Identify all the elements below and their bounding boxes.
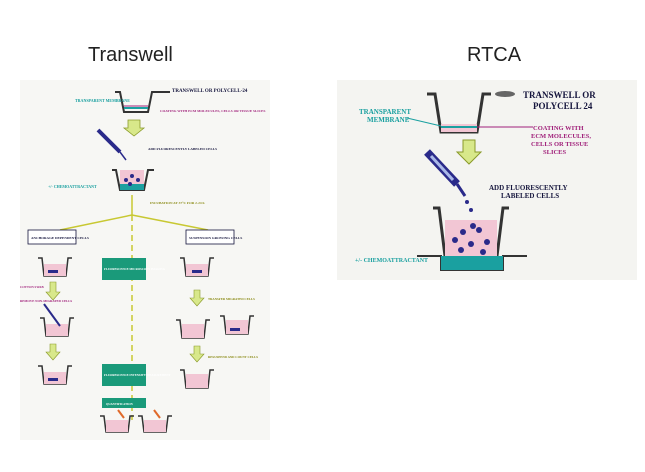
anchorage-box: [27, 229, 77, 245]
right-well-pair: [176, 315, 254, 339]
rtca-top-label-2: POLYCELL 24: [533, 101, 593, 111]
rtca-diagram: TRANSWELL OR POLYCELL 24 TRANSPARENT MEM…: [337, 80, 637, 280]
center-box-3: [102, 398, 146, 408]
rtca-chemo-label: +/- CHEMOATTRACTANT: [355, 258, 428, 264]
left-well-swab: [40, 303, 74, 337]
center-box-2: [102, 364, 146, 386]
right-step-2-label: RESUSPEND AND COUNT CELLS: [208, 355, 258, 359]
rtca-membrane-label-1: TRANSPARENT: [359, 108, 411, 116]
add-cells-label: ADD FLUORESCENTLY LABELED CELLS: [148, 147, 217, 151]
rtca-coating-label-3: CELLS OR TISSUE: [531, 141, 588, 148]
right-step-1-label: TRANSFER MIGRATED CELLS: [208, 297, 255, 301]
left-well-3: [38, 365, 72, 385]
down-arrow-5: [189, 345, 205, 363]
rtca-top-label-1: TRANSWELL OR: [523, 90, 596, 100]
anchorage-label: ANCHORAGE DEPENDENT CELLS: [31, 236, 89, 240]
down-arrow-1: [122, 119, 146, 137]
down-arrow-2: [45, 281, 61, 301]
left-well-1: [38, 257, 72, 277]
down-arrow-3: [45, 343, 61, 361]
rtca-add-cells-label-2: LABELED CELLS: [501, 192, 559, 200]
rtca-transwell-insert: [427, 91, 515, 134]
center-box-1-label: FLUORESCENCE MICROSCOPY IMAGING: [104, 267, 166, 271]
rtca-well-with-cells: [417, 206, 527, 271]
center-box-3-label: QUANTIFICATION: [106, 402, 134, 406]
rtca-membrane-label-2: MEMBRANE: [367, 116, 410, 124]
top-transwell-insert: [115, 91, 170, 113]
rtca-title: RTCA: [467, 44, 522, 66]
rtca-membrane-pointer: [406, 117, 442, 127]
incubation-label: INCUBATION AT 37°C FOR 2-24 h: [150, 201, 204, 205]
chemo-label: +/- CHEMOATTRACTANT: [48, 184, 97, 189]
down-arrow-4: [189, 289, 205, 307]
transwell-diagram: TRANSWELL OR POLYCELL-24 TRANSPARENT MEM…: [20, 80, 270, 440]
right-well-3: [180, 369, 214, 389]
bottom-wells: [100, 409, 172, 433]
transwell-title: Transwell: [88, 44, 173, 66]
suspension-label: SUSPENSION GROWING CELLS: [189, 236, 242, 240]
remove-label: REMOVE NON-MIGRATED CELLS: [20, 299, 72, 303]
membrane-label: TRANSPARENT MEMBRANE: [75, 98, 130, 103]
cotton-label: COTTON SWAB: [20, 285, 44, 289]
pipette-icon: [96, 128, 127, 161]
suspension-box: [185, 229, 235, 245]
rtca-down-arrow: [455, 139, 483, 165]
center-box-1: [102, 258, 146, 280]
rtca-add-cells-label-1: ADD FLUORESCENTLY: [489, 184, 568, 192]
center-box-2-label: FLUORESCENCE INTENSITY MEASUREMENT: [104, 373, 171, 377]
rtca-coating-label-4: SLICES: [543, 149, 567, 156]
top-label: TRANSWELL OR POLYCELL-24: [172, 89, 248, 94]
rtca-coating-label-1: COATING WITH: [533, 125, 584, 132]
rtca-pipette-icon: [424, 149, 473, 212]
coating-label: COATING WITH ECM MOLECULES, CELLS OR TIS…: [160, 109, 265, 113]
well-with-cells: [112, 169, 154, 191]
rtca-coating-label-2: ECM MOLECULES,: [531, 133, 591, 140]
right-well-1: [180, 257, 214, 277]
